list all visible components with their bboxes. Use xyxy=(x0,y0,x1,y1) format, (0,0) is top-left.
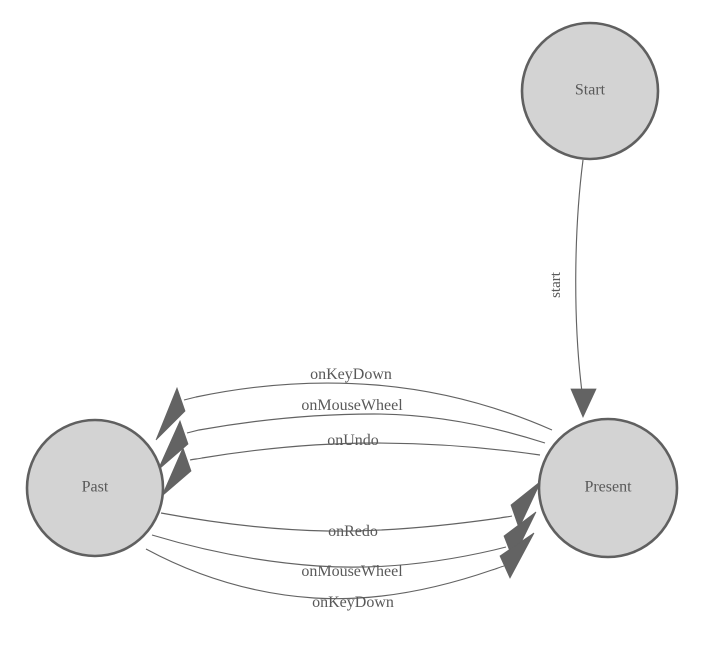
edge-label-past-present-onredo: onRedo xyxy=(328,523,378,540)
node-past-label: Past xyxy=(82,479,109,496)
node-past[interactable]: Past xyxy=(25,418,165,558)
edge-present-to-past-onundo-path xyxy=(189,442,541,461)
edge-past-to-present-onkeydown[interactable]: onKeyDown xyxy=(145,532,535,611)
node-start-label: Start xyxy=(575,82,606,99)
edge-past-to-present-onmousewheel-arrowhead xyxy=(503,511,537,560)
edge-present-to-past-onmousewheel[interactable]: onMouseWheel xyxy=(157,397,546,471)
edge-present-to-past-onundo-arrowhead xyxy=(161,446,192,497)
edge-label-start: start xyxy=(548,271,564,298)
edge-start-to-present-arrowhead xyxy=(570,388,597,418)
node-start[interactable]: Start xyxy=(520,21,660,161)
edge-present-to-past-onundo[interactable]: onUndo xyxy=(161,432,541,497)
node-present-circle xyxy=(537,417,679,559)
edge-present-to-past-onmousewheel-path xyxy=(186,413,546,444)
edge-start-to-present-path xyxy=(575,159,584,393)
edge-past-to-present-onredo-path xyxy=(160,512,513,532)
edge-label-past-present-onmousewheel: onMouseWheel xyxy=(301,563,403,580)
edge-label-past-present-onkeydown: onKeyDown xyxy=(312,594,394,611)
node-present-label: Present xyxy=(584,479,632,496)
edge-label-present-past-onkeydown: onKeyDown xyxy=(310,366,392,383)
edge-present-to-past-onmousewheel-arrowhead xyxy=(157,419,189,471)
edge-label-present-past-onmousewheel: onMouseWheel xyxy=(301,397,403,414)
edge-past-to-present-onmousewheel-path xyxy=(151,534,507,568)
edge-past-to-present-onredo[interactable]: onRedo xyxy=(160,480,542,540)
edge-present-to-past-onkeydown[interactable]: onKeyDown xyxy=(155,366,553,441)
edge-present-to-past-onkeydown-arrowhead xyxy=(155,386,186,441)
edge-present-to-past-onkeydown-path xyxy=(183,382,553,431)
node-past-circle xyxy=(25,418,165,558)
edge-label-present-past-onundo: onUndo xyxy=(327,432,379,449)
edge-past-to-present-onkeydown-arrowhead xyxy=(499,532,535,579)
node-present[interactable]: Present xyxy=(537,417,679,559)
edge-past-to-present-onredo-arrowhead xyxy=(510,480,542,530)
edge-start-to-present[interactable]: start xyxy=(548,159,597,418)
edge-past-to-present-onmousewheel[interactable]: onMouseWheel xyxy=(151,511,537,580)
node-start-circle xyxy=(520,21,660,161)
edge-past-to-present-onkeydown-path xyxy=(145,548,505,600)
